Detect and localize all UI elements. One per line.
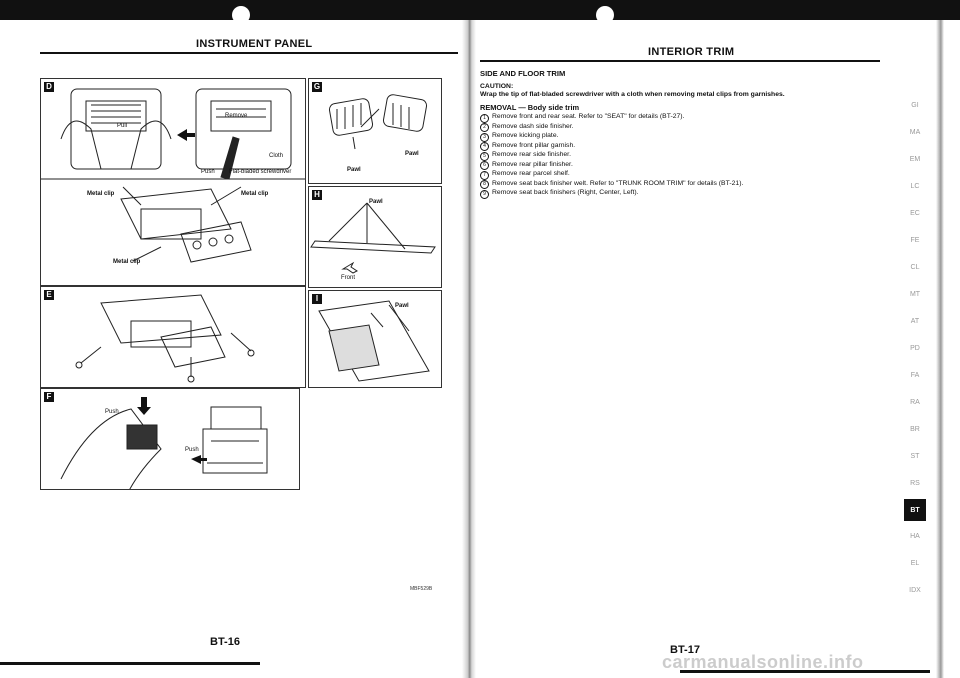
tab-st[interactable]: ST bbox=[910, 453, 920, 460]
figure-letter: F bbox=[44, 392, 54, 402]
callout-push: Push bbox=[105, 409, 119, 415]
tab-mt[interactable]: MT bbox=[909, 291, 921, 298]
tab-bt-active[interactable]: BT bbox=[904, 499, 926, 521]
tab-pd[interactable]: PD bbox=[910, 345, 920, 352]
tab-br[interactable]: BR bbox=[910, 426, 920, 433]
callout-pawl: Pawl bbox=[395, 303, 409, 309]
tab-at[interactable]: AT bbox=[910, 318, 920, 325]
callout-front: Front bbox=[341, 275, 356, 281]
figure-f: F Push Push bbox=[40, 388, 300, 490]
figure-letter: I bbox=[312, 294, 322, 304]
right-header-rule bbox=[480, 60, 880, 62]
binder-hole bbox=[232, 6, 250, 24]
left-bottom-bar bbox=[0, 662, 260, 665]
figure-d: D P bbox=[40, 78, 306, 286]
removal-heading: REMOVAL — Body side trim bbox=[480, 102, 580, 112]
callout-metal-clip: Metal clip bbox=[87, 191, 115, 197]
right-header-title: INTERIOR TRIM bbox=[648, 46, 735, 58]
callout-pawl: Pawl bbox=[347, 167, 361, 173]
tab-rs[interactable]: RS bbox=[910, 480, 920, 487]
tab-idx[interactable]: IDX bbox=[909, 587, 921, 594]
callout-pawl: Pawl bbox=[369, 199, 383, 205]
page-edge-strip bbox=[936, 20, 944, 678]
document-body: SIDE AND FLOOR TRIM CAUTION: Wrap the ti… bbox=[480, 69, 890, 199]
callout-pull: Pull bbox=[117, 123, 128, 129]
tab-ra[interactable]: RA bbox=[910, 399, 920, 406]
tab-el[interactable]: EL bbox=[910, 560, 920, 567]
figure-h-illustration bbox=[310, 202, 436, 274]
tab-fa[interactable]: FA bbox=[910, 372, 920, 379]
tab-cl[interactable]: CL bbox=[910, 264, 920, 271]
left-page: INSTRUMENT PANEL D bbox=[0, 0, 470, 678]
callout-remove: Remove bbox=[225, 113, 248, 119]
left-header-rule bbox=[40, 52, 458, 54]
right-page-number: BT-17 bbox=[670, 644, 700, 656]
tab-ha[interactable]: HA bbox=[910, 533, 920, 540]
tab-fe[interactable]: FE bbox=[910, 237, 920, 244]
left-header-title: INSTRUMENT PANEL bbox=[196, 38, 313, 50]
figure-letter: G bbox=[312, 82, 322, 92]
section-title: SIDE AND FLOOR TRIM bbox=[480, 69, 566, 78]
watermark: carmanualsonline.info bbox=[662, 652, 864, 672]
callout-metal-clip: Metal clip bbox=[113, 259, 141, 265]
caution-text: Wrap the tip of flat-bladed screwdriver … bbox=[480, 91, 785, 99]
callout-cloth: Cloth bbox=[269, 153, 284, 159]
figure-e: E bbox=[40, 286, 306, 388]
right-bottom-bar bbox=[680, 670, 930, 673]
figure-d-illustration bbox=[41, 88, 305, 263]
figure-letter: H bbox=[312, 190, 322, 200]
figure-i: I Pawl bbox=[308, 290, 442, 388]
figure-g: G Pawl Pawl bbox=[308, 78, 442, 184]
tab-ma[interactable]: MA bbox=[909, 129, 921, 136]
callout-flat-bladed-screwdriver: Flat-bladed screwdriver bbox=[229, 169, 292, 175]
book-gutter bbox=[462, 20, 476, 678]
figure-i-illustration bbox=[318, 300, 430, 382]
tab-ec[interactable]: EC bbox=[910, 210, 920, 217]
caution-heading: CAUTION: bbox=[480, 82, 514, 90]
callout-push: Push bbox=[201, 169, 215, 175]
figure-letter: E bbox=[44, 290, 54, 300]
tab-lc[interactable]: LC bbox=[910, 183, 920, 190]
binder-hole bbox=[596, 6, 614, 24]
figure-letter: D bbox=[44, 82, 54, 92]
left-page-number: BT-16 bbox=[210, 636, 240, 648]
callout-pawl: Pawl bbox=[405, 151, 419, 157]
figure-e-illustration bbox=[75, 294, 255, 383]
callout-metal-clip: Metal clip bbox=[241, 191, 269, 197]
figure-f-illustration bbox=[60, 397, 268, 489]
callout-push: Push bbox=[185, 447, 199, 453]
figure-code: MBF529B bbox=[410, 586, 433, 592]
tab-em[interactable]: EM bbox=[909, 156, 921, 163]
figure-g-illustration bbox=[328, 94, 428, 150]
figure-h: H Pawl Front bbox=[308, 186, 442, 288]
tab-gi[interactable]: GI bbox=[911, 102, 919, 109]
section-index-tabs: GI MA EM LC EC FE CL MT AT PD FA RA BR S… bbox=[898, 92, 932, 604]
right-page: INTERIOR TRIM BT-17 bbox=[470, 0, 960, 678]
